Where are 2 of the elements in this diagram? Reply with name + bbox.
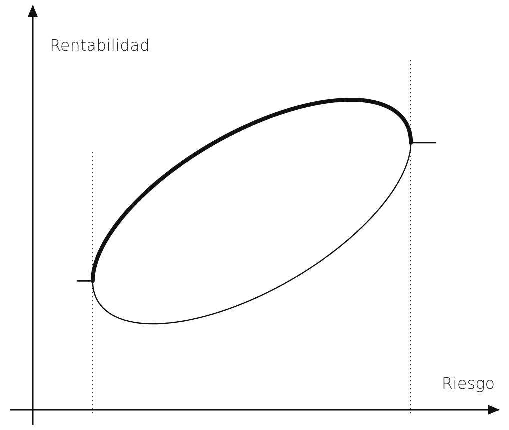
axis-label: Rentabilidad: [50, 36, 150, 55]
axis-label: Riesgo: [442, 374, 495, 393]
